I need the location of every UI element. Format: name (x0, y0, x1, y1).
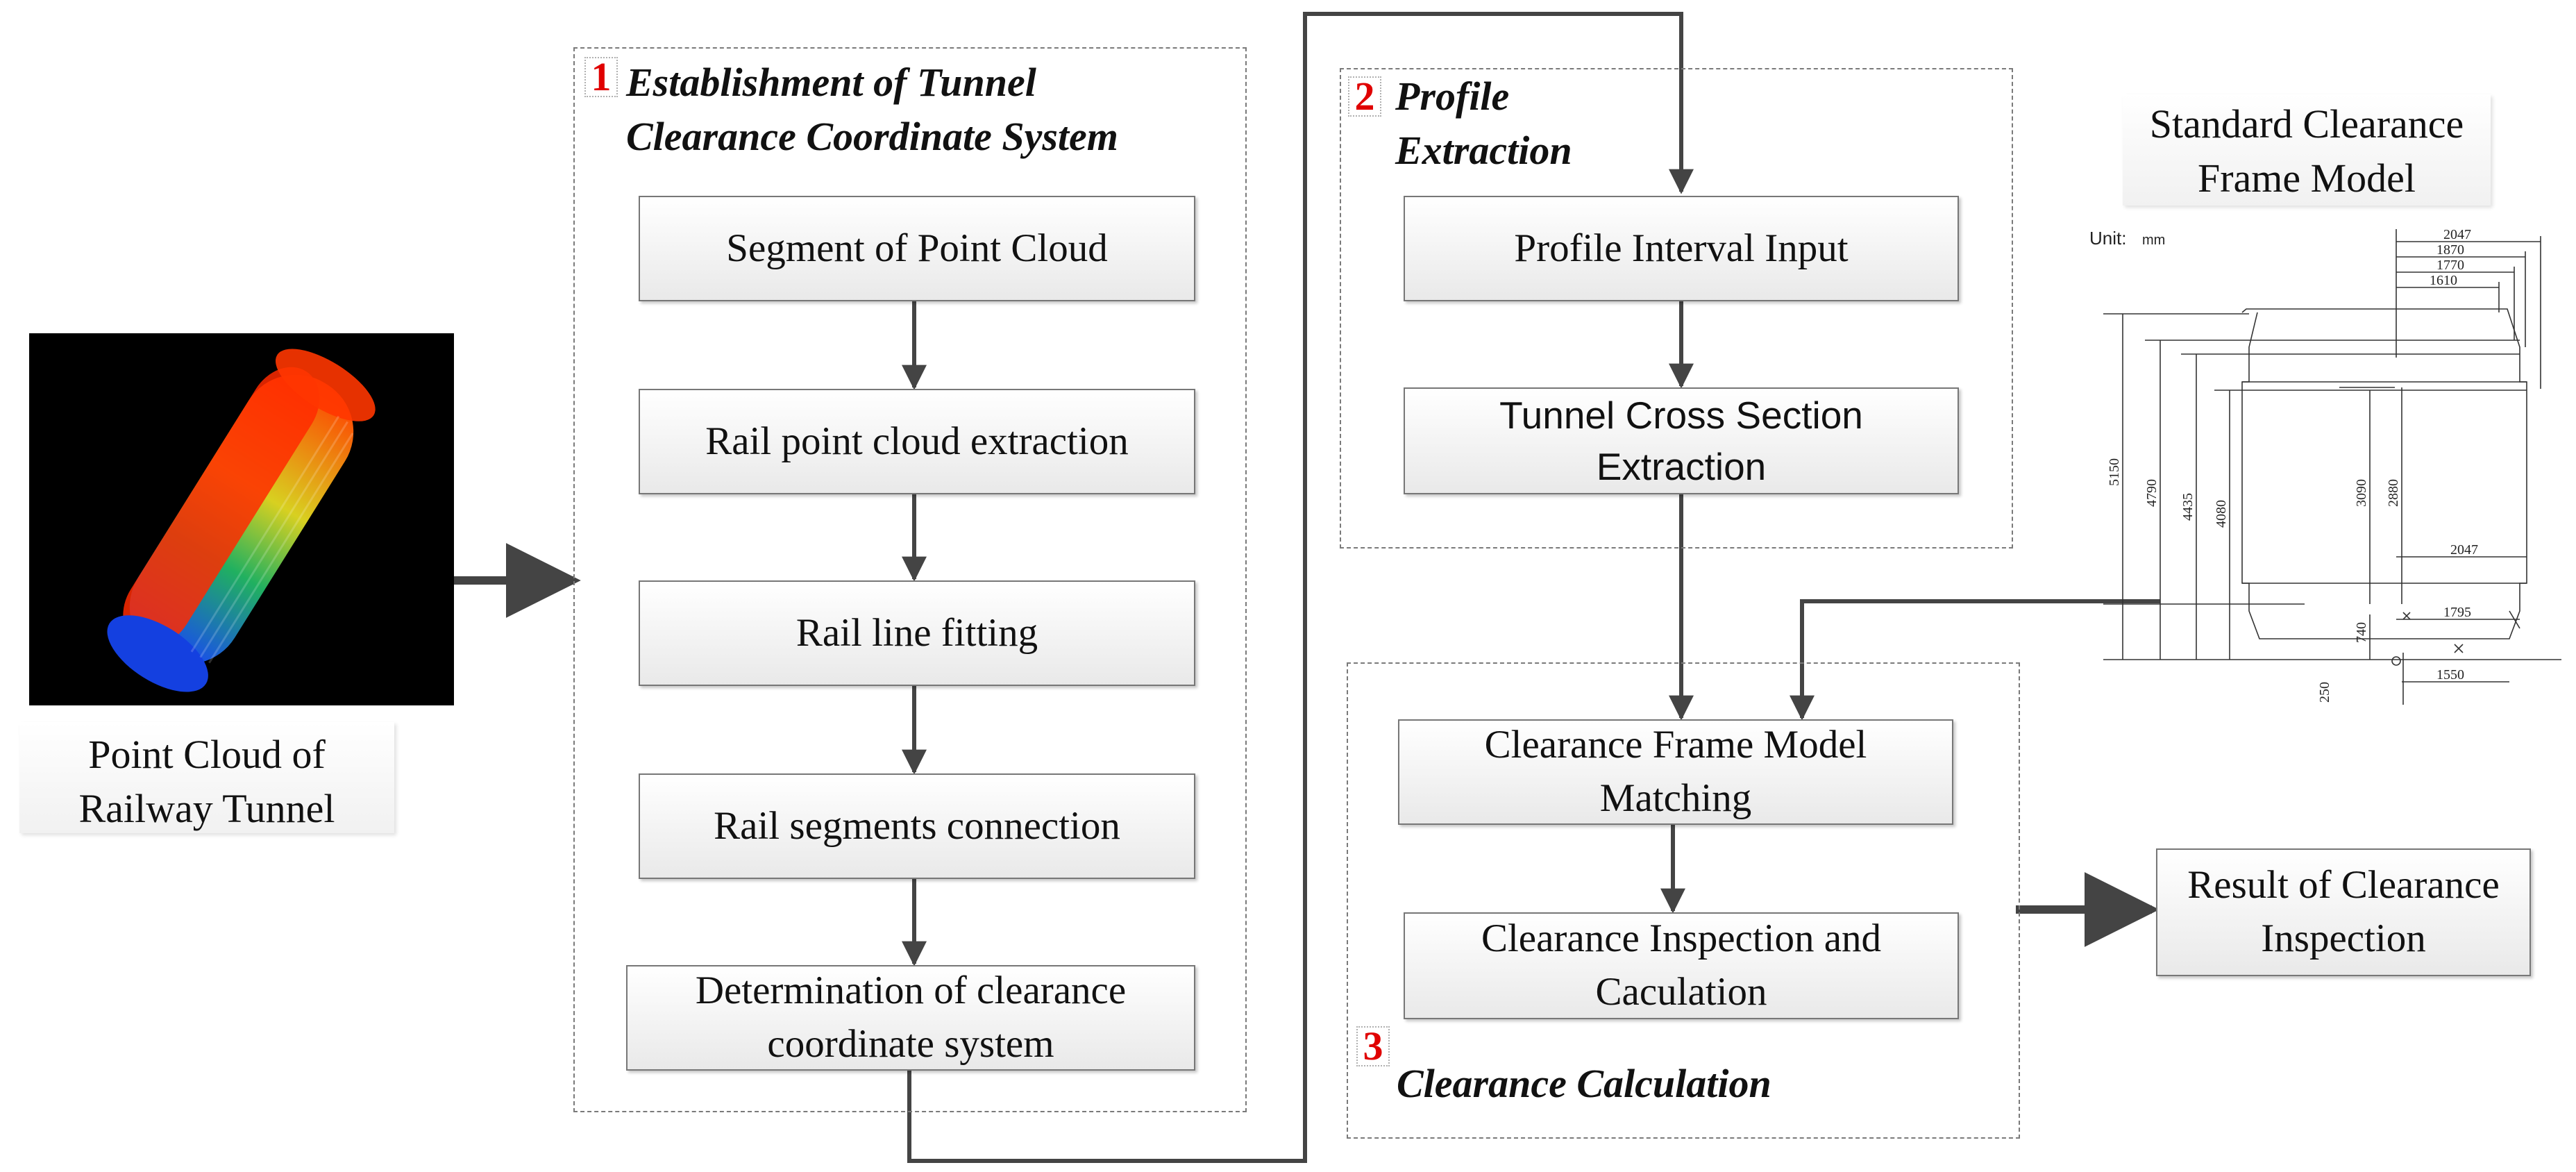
connector-model-to-matching (1790, 599, 2160, 721)
connector-s1-to-s2 (907, 12, 1694, 1163)
tunnel-point-cloud-icon (107, 349, 376, 692)
model-title: Standard Clearance Frame Model (2123, 94, 2491, 206)
dim-1870: 1870 (2436, 242, 2464, 258)
clearance-frame-drawing: Unit: mm (2089, 227, 2561, 705)
dim-5150: 5150 (2107, 458, 2122, 486)
dim-2047-top: 2047 (2443, 227, 2471, 242)
dim-4790: 4790 (2144, 479, 2160, 507)
section-1-frame (573, 47, 1247, 1112)
step-frame-model-matching: Clearance Frame Model Matching (1398, 719, 1953, 825)
unit-note: Unit: mm (2089, 228, 2165, 249)
output-result-box: Result of Clearance Inspection (2156, 848, 2531, 976)
point-cloud-image (29, 333, 454, 705)
step-inspection-calculation: Clearance Inspection and Caculation (1404, 912, 1959, 1019)
dim-740: 740 (2354, 622, 2369, 643)
section-1-title-line1: Establishment of Tunnel (626, 60, 1036, 105)
dim-1610: 1610 (2430, 273, 2457, 288)
unit-label: Unit: (2089, 228, 2126, 249)
unit-value: mm (2142, 233, 2165, 248)
section-3-title: Clearance Calculation (1397, 1061, 1771, 1106)
step-rail-segments-connection: Rail segments connection (639, 773, 1195, 879)
dim-1550: 1550 (2436, 667, 2464, 683)
section-2-frame (1340, 68, 2013, 549)
section-2-number: 2 (1348, 76, 1381, 117)
dim-250: 250 (2317, 682, 2332, 703)
input-label: Point Cloud of Railway Tunnel (19, 722, 394, 833)
dim-1795: 1795 (2443, 605, 2471, 620)
dim-2880: 2880 (2386, 479, 2401, 507)
step-rail-line-fitting: Rail line fitting (639, 580, 1195, 686)
section-3-frame (1347, 662, 2020, 1139)
dim-2047-mid: 2047 (2450, 542, 2478, 558)
step-segment-point-cloud: Segment of Point Cloud (639, 196, 1195, 301)
dim-4435: 4435 (2180, 493, 2196, 521)
section-3-number: 3 (1356, 1026, 1390, 1066)
section-1-title-line2: Clearance Coordinate System (626, 114, 1118, 159)
step-tunnel-cross-section: Tunnel Cross Section Extraction (1404, 387, 1959, 494)
step-determination-coordinate-system: Determination of clearance coordinate sy… (626, 965, 1195, 1071)
section-2-title-line2: Extraction (1395, 128, 1572, 173)
section-1-number: 1 (584, 57, 618, 97)
section-2-title-line1: Profile (1395, 74, 1510, 119)
dim-1770: 1770 (2436, 258, 2464, 273)
dim-4080: 4080 (2214, 500, 2229, 528)
step-rail-extraction: Rail point cloud extraction (639, 389, 1195, 494)
dim-3090: 3090 (2354, 479, 2369, 507)
step-profile-interval-input: Profile Interval Input (1404, 196, 1959, 301)
